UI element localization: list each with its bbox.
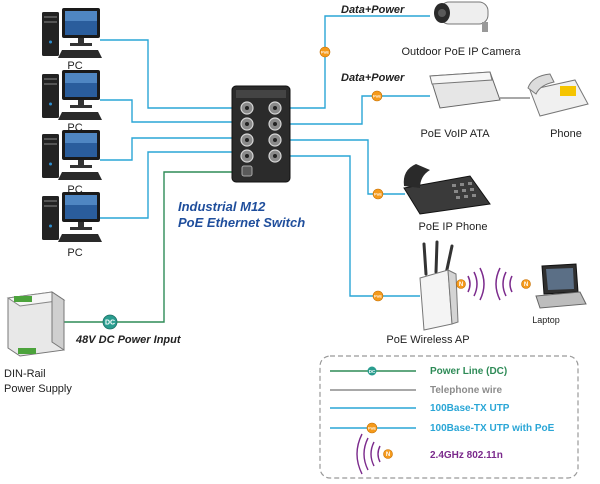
- ata-link: [282, 95, 430, 125]
- legend-item-telephone: Telephone wire: [330, 385, 502, 396]
- pc1-link: [100, 39, 240, 109]
- pc-icon: [42, 8, 102, 58]
- wireless-ap[interactable]: PoE Wireless AP: [386, 240, 470, 346]
- switch-body: [231, 85, 291, 183]
- dc-badge: DC: [102, 314, 118, 330]
- psu-label-line1: DIN-Rail: [4, 368, 46, 380]
- analog-phone[interactable]: Phone: [527, 73, 589, 140]
- laptop-label: Laptop: [532, 315, 560, 325]
- pc-3[interactable]: PC: [42, 130, 102, 196]
- m12-ports: [240, 101, 282, 163]
- switch-top-plate: [236, 90, 286, 98]
- poe-badge-camera: PoE: [319, 46, 331, 58]
- pc3-link: [100, 137, 240, 161]
- pc4-link: [100, 151, 240, 219]
- pc-4[interactable]: PC: [42, 192, 102, 259]
- ip-phone-link: [282, 139, 405, 195]
- pc-2[interactable]: PC: [42, 70, 102, 134]
- pc2-link: [100, 99, 240, 123]
- svg-text:PoE: PoE: [368, 426, 376, 431]
- connection-lines: [64, 15, 530, 323]
- switch-title-line2: PoE Ethernet Switch: [178, 215, 305, 230]
- legend-item-poe: PoE 100Base-TX UTP with PoE: [330, 422, 555, 434]
- poe-badge-ip-phone: PoE: [372, 188, 384, 200]
- pc-icon: [42, 130, 102, 180]
- ap-label: PoE Wireless AP: [386, 334, 469, 346]
- pc-label: PC: [67, 247, 82, 259]
- wifi-badge-ap: N: [456, 279, 466, 289]
- wifi-icon: [356, 433, 381, 475]
- phone-label: Phone: [550, 128, 582, 140]
- legend-item-power: DC Power Line (DC): [330, 366, 507, 377]
- ap-antenna-icon: [422, 240, 454, 276]
- voip-ata[interactable]: PoE VoIP ATA: [420, 71, 501, 140]
- svg-text:N: N: [524, 282, 528, 288]
- ip-phone[interactable]: PoE IP Phone: [403, 164, 491, 233]
- data-power-label-1: Data+Power: [341, 4, 405, 16]
- dc-icon: DC: [367, 366, 377, 376]
- legend: DC Power Line (DC) Telephone wire 100Bas…: [319, 355, 579, 479]
- svg-text:PoE: PoE: [321, 50, 329, 55]
- ap-body-icon: [419, 269, 453, 331]
- pc-icon: [42, 70, 102, 120]
- legend-label: 100Base-TX UTP with PoE: [430, 423, 555, 434]
- wifi-waves: [467, 267, 513, 301]
- data-power-label-2: Data+Power: [341, 72, 405, 84]
- legend-label: Power Line (DC): [430, 366, 507, 377]
- m12-switch[interactable]: [231, 85, 291, 183]
- din-rail-psu[interactable]: DIN-Rail Power Supply: [4, 291, 72, 395]
- svg-text:DC: DC: [105, 320, 115, 327]
- legend-label: 100Base-TX UTP: [430, 403, 510, 414]
- legend-label: Telephone wire: [430, 385, 502, 396]
- psu-label-line2: Power Supply: [4, 383, 72, 395]
- power-port: [241, 165, 253, 177]
- svg-text:DC: DC: [369, 369, 376, 374]
- pc-icon: [42, 192, 102, 242]
- pc-1[interactable]: PC: [42, 8, 102, 72]
- poe-badge-ap: PoE: [372, 290, 384, 302]
- pc-label: PC: [67, 60, 82, 72]
- svg-text:PoE: PoE: [373, 94, 381, 99]
- ip-phone-icon: [403, 175, 491, 215]
- svg-text:PoE: PoE: [374, 192, 382, 197]
- poe-badges: PoE PoE PoE PoE: [319, 46, 384, 302]
- camera-link: [282, 15, 430, 109]
- svg-text:PoE: PoE: [374, 294, 382, 299]
- legend-item-utp: 100Base-TX UTP: [330, 403, 510, 414]
- ata-label: PoE VoIP ATA: [420, 128, 490, 140]
- dc-input-label: 48V DC Power Input: [75, 334, 182, 346]
- wifi-badge-laptop: N: [521, 279, 531, 289]
- svg-text:N: N: [459, 282, 463, 288]
- poe-icon: PoE: [366, 422, 378, 434]
- ip-camera[interactable]: Outdoor PoE IP Camera: [401, 1, 521, 58]
- camera-label: Outdoor PoE IP Camera: [401, 46, 521, 58]
- ip-phone-label: PoE IP Phone: [419, 221, 488, 233]
- legend-box: [319, 355, 579, 479]
- pc-group: PC PC PC PC: [42, 8, 102, 259]
- laptop[interactable]: Laptop: [532, 263, 587, 325]
- ap-link: [282, 155, 420, 297]
- poe-badge-ata: PoE: [371, 90, 383, 102]
- legend-item-wireless: N 2.4GHz 802.11n: [356, 433, 503, 475]
- svg-text:N: N: [386, 452, 390, 458]
- switch-title-line1: Industrial M12: [178, 199, 266, 214]
- legend-label: 2.4GHz 802.11n: [430, 450, 503, 461]
